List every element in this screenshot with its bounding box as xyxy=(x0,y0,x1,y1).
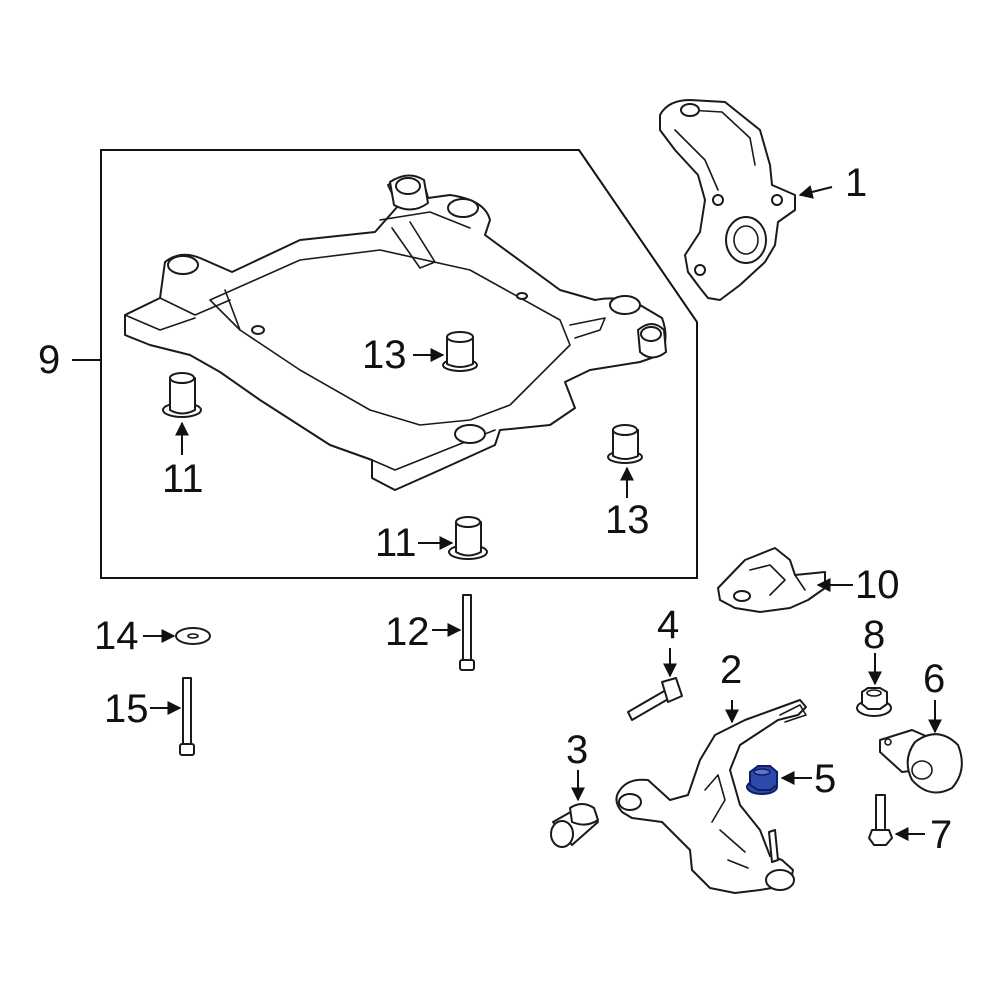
callout-15: 15 xyxy=(104,687,149,731)
callout-1: 1 xyxy=(845,161,867,205)
callout-8: 8 xyxy=(863,613,885,657)
bushing-11-bottom xyxy=(448,516,488,560)
bushing-6 xyxy=(879,729,963,794)
callout-3: 3 xyxy=(566,728,588,772)
washer-14 xyxy=(175,627,211,645)
bolt-12 xyxy=(459,594,475,671)
callout-9: 9 xyxy=(38,338,60,382)
bolt-15 xyxy=(179,677,195,756)
callout-10: 10 xyxy=(855,563,900,607)
callout-11-left: 11 xyxy=(162,457,204,501)
callout-11-bottom: 11 xyxy=(375,521,417,565)
crossmember-group-frame xyxy=(100,149,698,579)
bushing-13-center xyxy=(442,331,478,372)
leader-lines xyxy=(72,185,942,841)
callout-13-right: 13 xyxy=(605,498,650,542)
steering-knuckle xyxy=(659,99,796,301)
lower-control-arm xyxy=(615,699,807,894)
nut-8 xyxy=(856,687,892,717)
crossmember-illustration xyxy=(124,174,667,491)
callout-12: 12 xyxy=(385,610,430,654)
bolt-7 xyxy=(868,794,893,846)
callout-4: 4 xyxy=(657,603,679,647)
callout-6: 6 xyxy=(923,657,945,701)
bushing-13-right xyxy=(607,424,643,464)
callout-14: 14 xyxy=(94,614,139,658)
bracket xyxy=(717,547,826,613)
callout-7: 7 xyxy=(930,813,952,857)
callout-5: 5 xyxy=(814,757,836,801)
bushing-3 xyxy=(550,803,599,848)
nut-5-highlighted xyxy=(746,765,778,795)
callout-13-center: 13 xyxy=(362,333,407,377)
bolt-4 xyxy=(627,677,683,721)
callout-labels: 1 2 3 4 5 6 7 8 9 10 11 11 12 13 13 14 1… xyxy=(38,161,952,857)
callout-2: 2 xyxy=(720,648,742,692)
bushing-11-left xyxy=(162,372,202,418)
